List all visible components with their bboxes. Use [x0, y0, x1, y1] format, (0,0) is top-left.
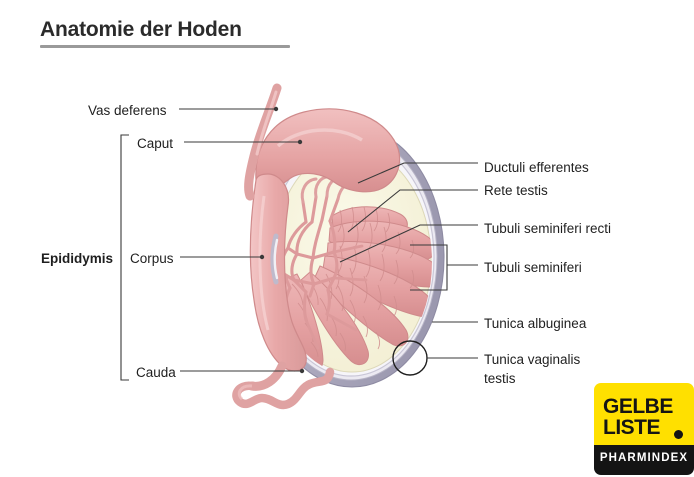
page-title: Anatomie der Hoden — [40, 18, 242, 41]
logo-dot — [674, 430, 683, 439]
ductus-epididymidis-coil — [232, 367, 335, 410]
label-tunica-albuginea: Tunica albuginea — [484, 316, 587, 331]
logo-line-gelbe: GELBE — [603, 395, 673, 418]
label-cauda: Cauda — [136, 365, 176, 380]
label-tubuli-seminiferi-recti: Tubuli seminiferi recti — [484, 221, 612, 236]
logo-yellow-panel: GELBE LISTE — [594, 383, 694, 447]
epididymis-cauda — [247, 361, 287, 391]
label-tubuli-seminiferi: Tubuli seminiferi — [484, 260, 582, 275]
label-caput: Caput — [137, 136, 174, 151]
label-corpus: Corpus — [130, 251, 174, 266]
logo-line-liste: LISTE — [603, 416, 661, 439]
label-tunica-vaginalis-testis: Tunica vaginalis testis — [484, 352, 581, 386]
epididymis-caput — [255, 108, 401, 193]
leader-lines — [120, 106, 478, 381]
rete-testis-network — [280, 194, 340, 322]
label-epididymis-group: Epididymis — [41, 251, 114, 266]
epididymis-corpus — [249, 173, 307, 372]
epididymis — [232, 108, 401, 410]
title-underline — [40, 45, 290, 48]
vas-deferens — [244, 83, 282, 201]
logo-line-pharmindex: PHARMINDEX — [599, 452, 689, 464]
label-vas-deferens: Vas deferens — [88, 103, 167, 118]
label-ductuli-efferentes: Ductuli efferentes — [484, 160, 589, 175]
gelbe-liste-logo[interactable]: GELBE LISTE PHARMINDEX — [594, 383, 694, 477]
logo-black-panel — [594, 445, 694, 475]
label-rete-testis: Rete testis — [484, 183, 548, 198]
